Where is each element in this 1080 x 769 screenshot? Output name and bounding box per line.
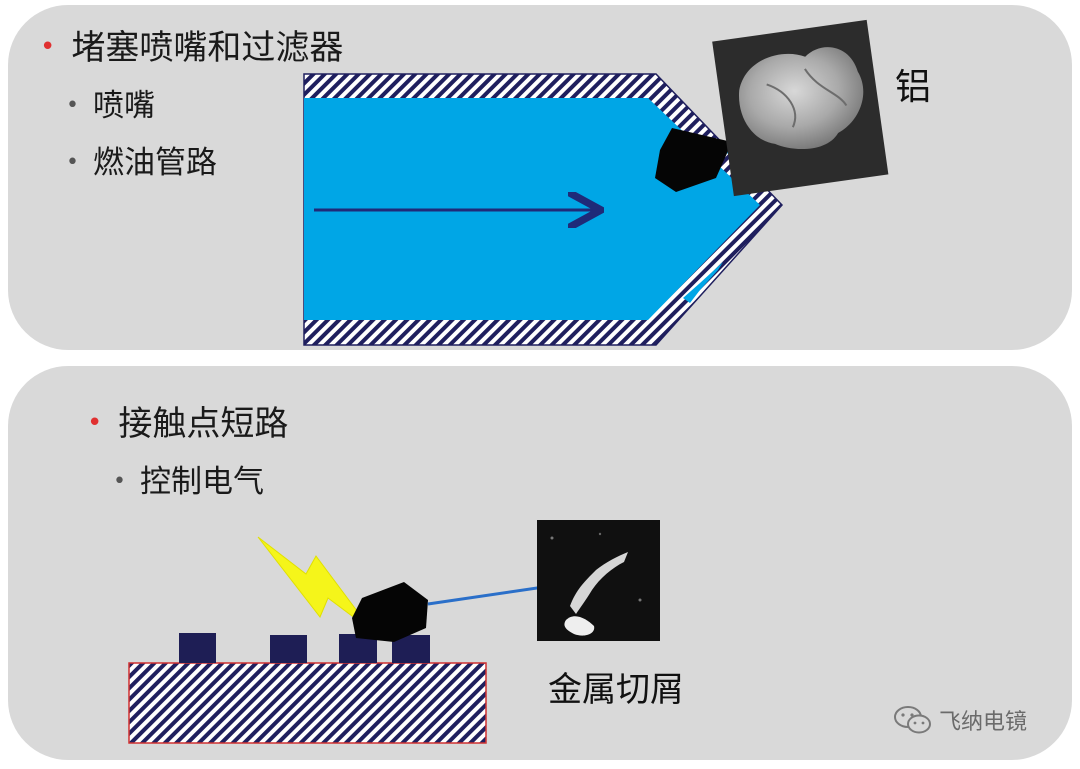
wechat-icon	[894, 706, 931, 734]
metal-chip-label: 金属切屑	[548, 670, 684, 710]
aluminum-sem-image	[712, 19, 889, 197]
bullet-dot-gray: •	[113, 469, 126, 494]
nozzle-outlet-lower	[683, 262, 723, 303]
bottom-heading: • 接触点短路	[87, 396, 288, 445]
watermark: 飞纳电镜	[893, 704, 1027, 736]
watermark-text: 飞纳电镜	[939, 710, 1028, 735]
contact-pad	[270, 635, 307, 663]
bullet-dot-red: •	[87, 408, 103, 438]
bullet-dot-red: •	[40, 32, 56, 62]
contact-pad	[179, 633, 216, 663]
bottom-item-control-electrical: • 控制电气	[113, 456, 264, 501]
top-heading-text: 堵塞喷嘴和过滤器	[71, 28, 344, 68]
metal-chip-sem-image	[537, 520, 660, 641]
bottom-item-text: 控制电气	[139, 464, 264, 500]
top-item-nozzle: • 喷嘴	[66, 80, 155, 125]
top-item-text: 喷嘴	[92, 88, 155, 124]
top-item-text: 燃油管路	[92, 145, 217, 181]
bullet-dot-gray: •	[66, 150, 79, 175]
bottom-heading-text: 接触点短路	[118, 404, 289, 444]
aluminum-label: 铝	[895, 67, 932, 108]
top-item-fuel-line: • 燃油管路	[66, 137, 217, 182]
circuit-board	[128, 662, 487, 744]
top-heading: • 堵塞喷嘴和过滤器	[40, 20, 343, 69]
aluminum-particle	[655, 128, 732, 192]
metal-chip-particle	[352, 582, 428, 642]
bullet-dot-gray: •	[66, 93, 79, 118]
